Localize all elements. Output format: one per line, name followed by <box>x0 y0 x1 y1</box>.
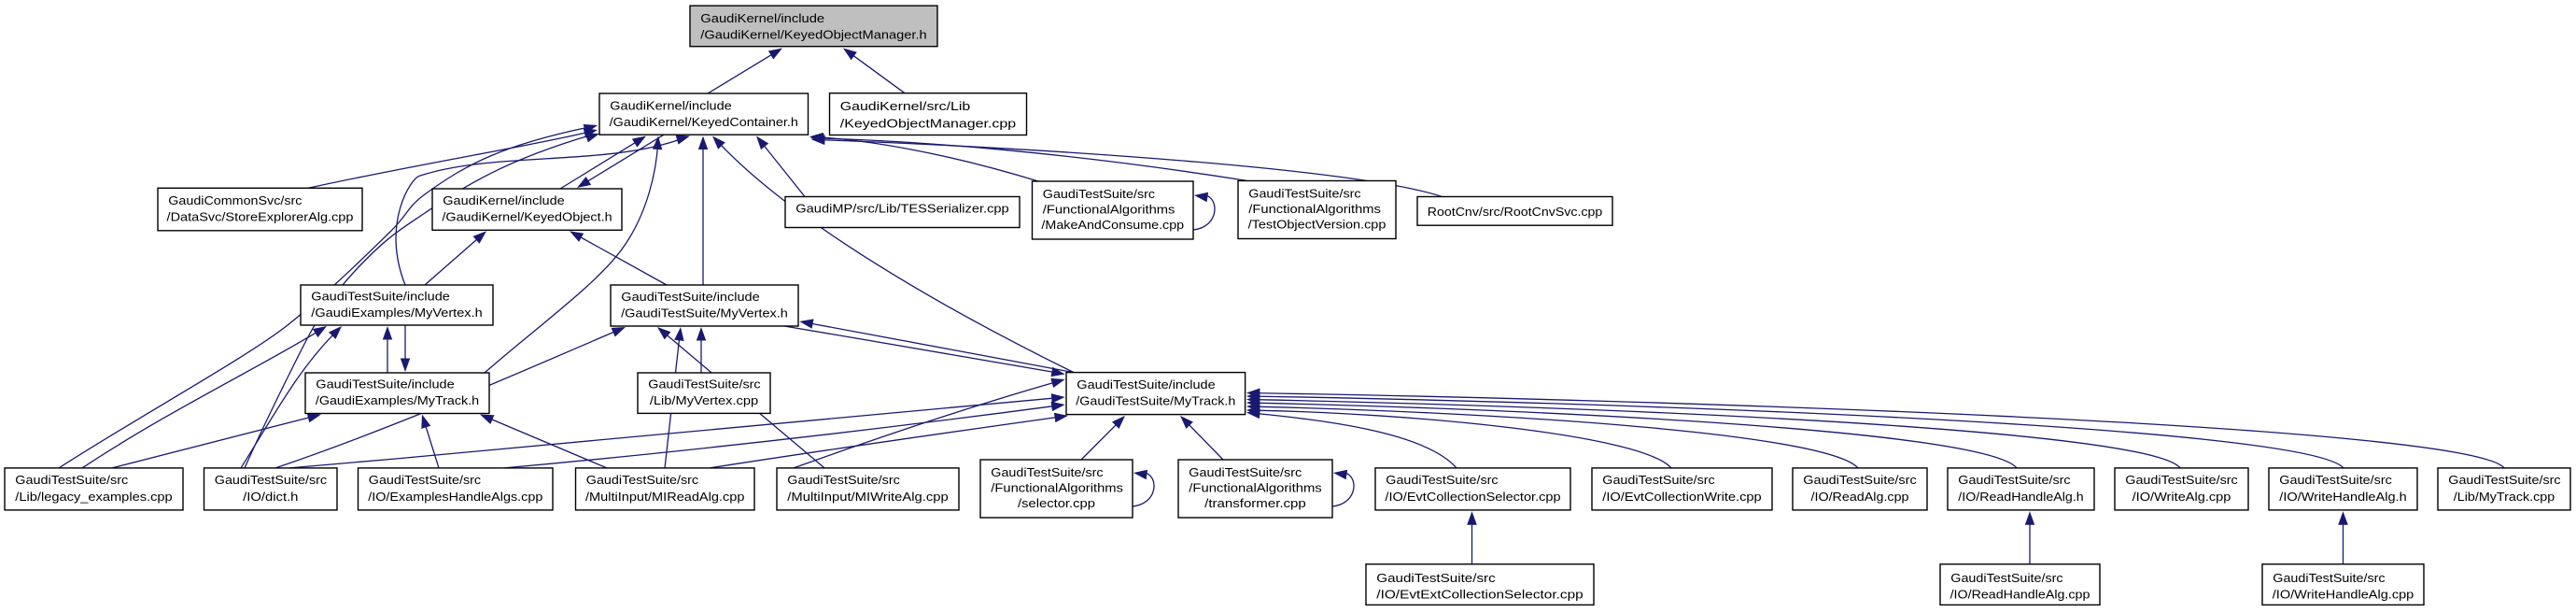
svg-text:GaudiTestSuite/src: GaudiTestSuite/src <box>648 377 761 391</box>
svg-text:/IO/ReadHandleAlg.h: /IO/ReadHandleAlg.h <box>1958 490 2083 504</box>
svg-text:/KeyedObjectManager.cpp: /KeyedObjectManager.cpp <box>840 117 1016 131</box>
svg-text:/IO/WriteHandleAlg.h: /IO/WriteHandleAlg.h <box>2279 490 2406 504</box>
svg-text:GaudiTestSuite/src: GaudiTestSuite/src <box>1958 473 2071 487</box>
svg-text:RootCnv/src/RootCnvSvc.cpp: RootCnv/src/RootCnvSvc.cpp <box>1428 205 1603 219</box>
svg-text:GaudiKernel/src/Lib: GaudiKernel/src/Lib <box>840 99 970 113</box>
svg-text:/GaudiKernel/KeyedContainer.h: /GaudiKernel/KeyedContainer.h <box>610 115 798 129</box>
svg-text:/Lib/MyVertex.cpp: /Lib/MyVertex.cpp <box>650 393 758 407</box>
svg-text:/IO/ReadAlg.cpp: /IO/ReadAlg.cpp <box>1811 490 1909 504</box>
svg-text:/FunctionalAlgorithms: /FunctionalAlgorithms <box>1248 202 1381 216</box>
svg-text:/GaudiExamples/MyVertex.h: /GaudiExamples/MyVertex.h <box>311 306 482 320</box>
svg-text:/IO/EvtCollectionWrite.cpp: /IO/EvtCollectionWrite.cpp <box>1602 490 1761 504</box>
svg-text:/DataSvc/StoreExplorerAlg.cpp: /DataSvc/StoreExplorerAlg.cpp <box>167 209 354 223</box>
svg-text:/FunctionalAlgorithms: /FunctionalAlgorithms <box>1043 203 1175 217</box>
svg-text:GaudiCommonSvc/src: GaudiCommonSvc/src <box>168 193 303 207</box>
svg-text:/IO/WriteAlg.cpp: /IO/WriteAlg.cpp <box>2133 490 2231 504</box>
svg-text:GaudiMP/src/Lib/TESSerializer.: GaudiMP/src/Lib/TESSerializer.cpp <box>795 201 1008 215</box>
svg-text:/IO/dict.h: /IO/dict.h <box>243 490 298 504</box>
svg-text:/FunctionalAlgorithms: /FunctionalAlgorithms <box>991 481 1123 495</box>
svg-text:/IO/EvtExtCollectionSelector.c: /IO/EvtExtCollectionSelector.cpp <box>1376 587 1583 601</box>
svg-text:/IO/EvtCollectionSelector.cpp: /IO/EvtCollectionSelector.cpp <box>1385 490 1560 504</box>
svg-text:/IO/ExamplesHandleAlgs.cpp: /IO/ExamplesHandleAlgs.cpp <box>368 490 542 504</box>
svg-text:/IO/ReadHandleAlg.cpp: /IO/ReadHandleAlg.cpp <box>1950 587 2090 601</box>
svg-text:GaudiKernel/include: GaudiKernel/include <box>443 193 564 207</box>
svg-text:GaudiTestSuite/src: GaudiTestSuite/src <box>1950 571 2063 585</box>
svg-text:GaudiTestSuite/src: GaudiTestSuite/src <box>2448 473 2561 487</box>
svg-text:GaudiTestSuite/include: GaudiTestSuite/include <box>621 290 759 304</box>
svg-text:GaudiKernel/include: GaudiKernel/include <box>700 11 824 25</box>
svg-text:GaudiTestSuite/include: GaudiTestSuite/include <box>316 377 454 391</box>
svg-text:GaudiTestSuite/src: GaudiTestSuite/src <box>787 473 900 487</box>
svg-text:/TestObjectVersion.cpp: /TestObjectVersion.cpp <box>1248 218 1387 232</box>
svg-text:/FunctionalAlgorithms: /FunctionalAlgorithms <box>1189 481 1322 495</box>
svg-text:GaudiTestSuite/src: GaudiTestSuite/src <box>1043 187 1156 201</box>
svg-text:/GaudiKernel/KeyedObject.h: /GaudiKernel/KeyedObject.h <box>442 210 612 224</box>
svg-text:GaudiTestSuite/src: GaudiTestSuite/src <box>2125 473 2238 487</box>
svg-text:/selector.cpp: /selector.cpp <box>1018 496 1095 510</box>
svg-text:GaudiTestSuite/src: GaudiTestSuite/src <box>1248 187 1361 201</box>
svg-text:GaudiTestSuite/src: GaudiTestSuite/src <box>15 473 128 487</box>
svg-text:/GaudiTestSuite/MyTrack.h: /GaudiTestSuite/MyTrack.h <box>1076 394 1235 408</box>
svg-text:/transformer.cpp: /transformer.cpp <box>1204 496 1306 510</box>
svg-text:GaudiTestSuite/src: GaudiTestSuite/src <box>369 473 482 487</box>
svg-text:/MultiInput/MIReadAlg.cpp: /MultiInput/MIReadAlg.cpp <box>585 490 744 504</box>
svg-text:/Lib/legacy_examples.cpp: /Lib/legacy_examples.cpp <box>15 490 172 504</box>
svg-text:GaudiTestSuite/src: GaudiTestSuite/src <box>991 465 1104 479</box>
svg-text:/IO/WriteHandleAlg.cpp: /IO/WriteHandleAlg.cpp <box>2273 587 2414 601</box>
svg-text:/GaudiExamples/MyTrack.h: /GaudiExamples/MyTrack.h <box>316 393 479 407</box>
svg-text:GaudiTestSuite/src: GaudiTestSuite/src <box>1803 473 1917 487</box>
svg-text:/GaudiTestSuite/MyVertex.h: /GaudiTestSuite/MyVertex.h <box>621 306 788 320</box>
svg-text:GaudiTestSuite/src: GaudiTestSuite/src <box>1376 571 1496 585</box>
svg-text:GaudiKernel/include: GaudiKernel/include <box>610 98 731 112</box>
svg-text:GaudiTestSuite/src: GaudiTestSuite/src <box>2279 473 2392 487</box>
svg-text:GaudiTestSuite/include: GaudiTestSuite/include <box>311 289 450 303</box>
svg-text:GaudiTestSuite/src: GaudiTestSuite/src <box>215 473 328 487</box>
svg-text:GaudiTestSuite/src: GaudiTestSuite/src <box>586 473 699 487</box>
svg-text:/Lib/MyTrack.cpp: /Lib/MyTrack.cpp <box>2454 490 2555 504</box>
svg-text:/GaudiKernel/KeyedObjectManage: /GaudiKernel/KeyedObjectManager.h <box>700 28 926 42</box>
svg-text:GaudiTestSuite/include: GaudiTestSuite/include <box>1077 377 1215 391</box>
svg-text:/MultiInput/MIWriteAlg.cpp: /MultiInput/MIWriteAlg.cpp <box>787 490 948 504</box>
svg-text:/MakeAndConsume.cpp: /MakeAndConsume.cpp <box>1041 218 1184 232</box>
svg-text:GaudiTestSuite/src: GaudiTestSuite/src <box>2273 571 2386 585</box>
svg-text:GaudiTestSuite/src: GaudiTestSuite/src <box>1189 465 1302 479</box>
svg-text:GaudiTestSuite/src: GaudiTestSuite/src <box>1602 473 1715 487</box>
svg-text:GaudiTestSuite/src: GaudiTestSuite/src <box>1386 473 1499 487</box>
